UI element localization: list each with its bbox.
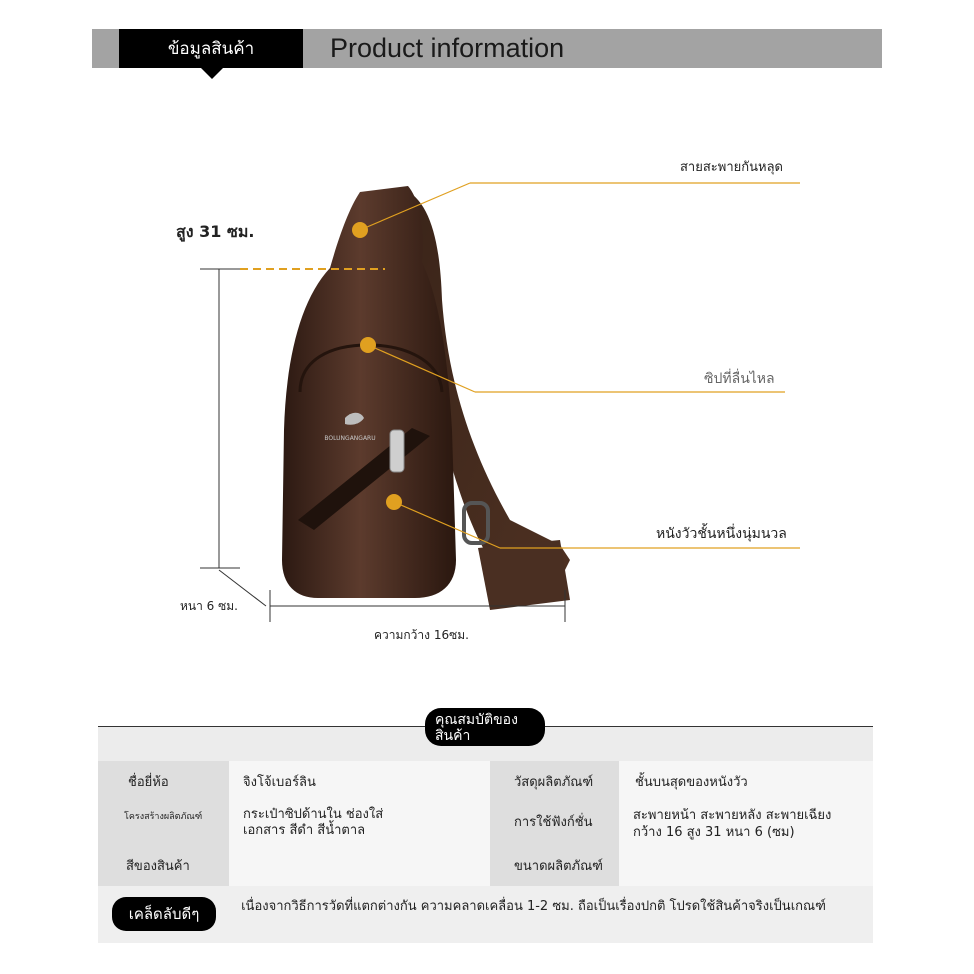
product-diagram: BOLUNGANGARU [200, 182, 800, 622]
strap-buckle [462, 501, 490, 545]
callout-leather [386, 494, 800, 549]
spec-key-structure: โครงสร้างผลิตภัณฑ์ [98, 801, 229, 843]
spec-value-brand: จิงโจ้เบอร์ลิน [229, 761, 490, 801]
spec-key-material: วัสดุผลิตภัณฑ์ [490, 761, 619, 801]
callout-strap-label: สายสะพายกันหลุด [680, 160, 783, 175]
tip-text: เนื่องจากวิธีการวัดที่แตกต่างกัน ความคลา… [241, 899, 826, 914]
tip-badge: เคล็ดลับดีๆ [112, 897, 216, 931]
dimension-height [200, 268, 385, 569]
brand-logo [345, 412, 364, 425]
spec-key-function: การใช้ฟังก์ชั่น [490, 801, 619, 843]
spec-value-material: ชั้นบนสุดของหนังวัว [619, 761, 873, 801]
spec-key-size: ขนาดผลิตภัณฑ์ [490, 843, 619, 886]
callout-zipper-label: ซิปที่ลื่นไหล [704, 371, 775, 387]
dimension-width [269, 590, 566, 622]
spec-key-color: สีของสินค้า [98, 843, 229, 886]
height-label: สูง 31 ซม. [176, 222, 255, 241]
dimension-thickness [218, 569, 267, 607]
bag-body [282, 186, 456, 598]
section-title: Product information [330, 33, 565, 63]
spec-value-function: สะพายหน้า สะพายหลัง สะพายเฉียง กว้าง 16 … [619, 801, 873, 886]
callout-leather-label: หนังวัวชั้นหนึ่งนุ่มนวล [656, 526, 787, 542]
tab-pointer-arrow [200, 67, 224, 79]
spec-value-color [229, 843, 490, 886]
width-label: ความกว้าง 16ซม. [374, 628, 469, 642]
tip-row [98, 886, 873, 943]
brand-logo-text: BOLUNGANGARU [324, 435, 375, 442]
callout-strap [352, 182, 800, 238]
thickness-label: หนา 6 ซม. [180, 599, 238, 613]
spec-key-brand: ชื่อยี่ห้อ [98, 761, 229, 801]
spec-heading-badge: คุณสมบัติของสินค้า [425, 708, 545, 746]
callout-zipper [360, 337, 785, 393]
section-tab: ข้อมูลสินค้า [119, 29, 303, 68]
spec-value-structure: กระเป๋าซิปด้านใน ช่องใส่เอกสาร สีดำ สีน้… [229, 801, 490, 843]
